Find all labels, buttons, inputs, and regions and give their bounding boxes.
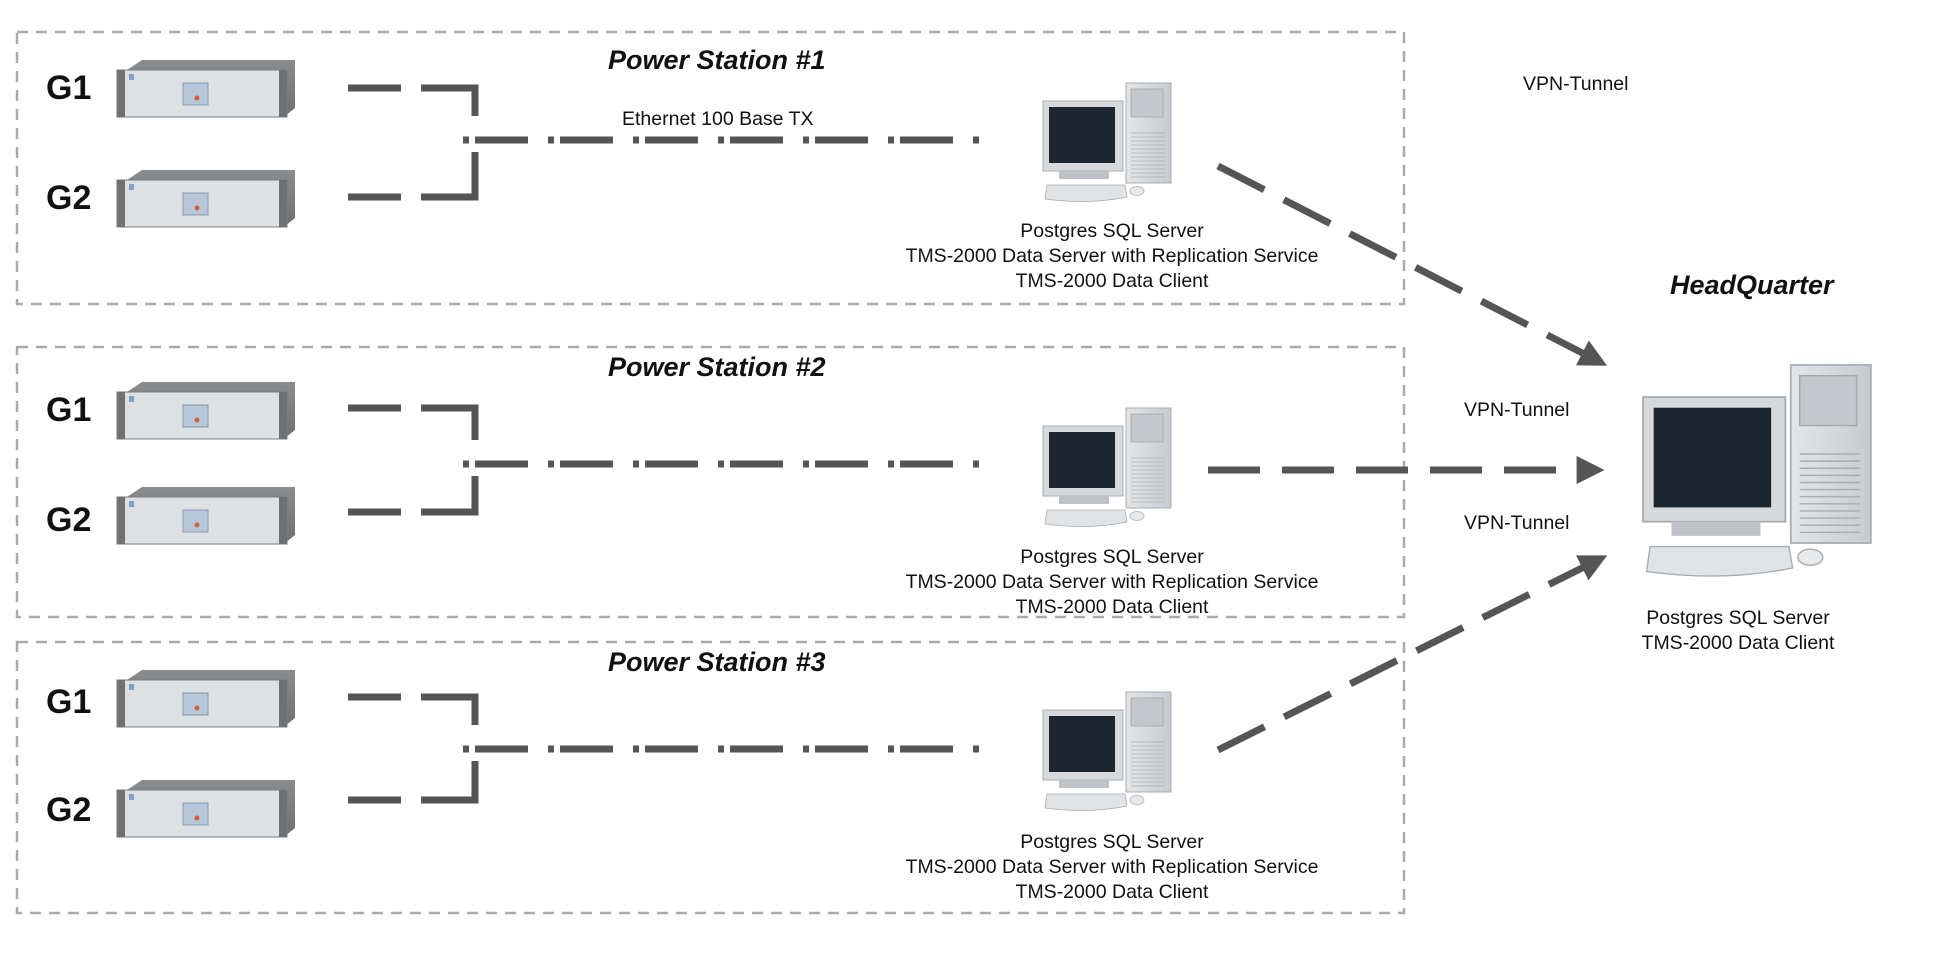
generator-rack-icon: [116, 780, 295, 838]
caption-line: TMS-2000 Data Server with Replication Se…: [905, 245, 1319, 267]
server-caption: Postgres SQL Server TMS-2000 Data Server…: [862, 830, 1362, 905]
caption-line: TMS-2000 Data Client: [1015, 596, 1209, 618]
generator-rack-icon: [116, 170, 295, 228]
generator-feed-line: [348, 152, 479, 201]
caption-line: TMS-2000 Data Server with Replication Se…: [905, 571, 1319, 593]
station-title: Power Station #3: [608, 647, 826, 677]
server-caption: Postgres SQL Server TMS-2000 Data Server…: [862, 545, 1362, 620]
server-computer-icon: [1042, 407, 1172, 527]
generator-label-g1: G1: [46, 391, 92, 429]
generator-label-g2: G2: [46, 501, 92, 539]
station-boundary: [15, 345, 1406, 619]
generator-label-g2: G2: [46, 791, 92, 829]
server-caption: Postgres SQL Server TMS-2000 Data Server…: [862, 219, 1362, 294]
vpn-tunnel-label: VPN-Tunnel: [1464, 512, 1570, 534]
headquarter-title: HeadQuarter: [1670, 270, 1834, 300]
generator-feed-line: [348, 476, 479, 516]
generator-label-g1: G1: [46, 683, 92, 721]
generator-rack-icon: [116, 60, 295, 118]
station-title: Power Station #1: [608, 45, 826, 75]
station-title: Power Station #2: [608, 352, 826, 382]
generator-feed-line: [348, 761, 479, 804]
generator-label-g2: G2: [46, 179, 92, 217]
station-boundary: [15, 640, 1406, 915]
server-computer-icon: [1042, 82, 1172, 202]
generator-label-g1: G1: [46, 69, 92, 107]
caption-line: TMS-2000 Data Server with Replication Se…: [905, 856, 1319, 878]
caption-line: TMS-2000 Data Client: [1015, 270, 1209, 292]
generator-rack-icon: [116, 487, 295, 545]
caption-line: Postgres SQL Server: [1020, 220, 1204, 242]
generator-feed-line: [348, 693, 479, 725]
headquarter-computer-icon: [1642, 364, 1872, 577]
vpn-tunnel-label: VPN-Tunnel: [1464, 399, 1570, 421]
station-boundary: [15, 30, 1406, 306]
generator-rack-icon: [116, 382, 295, 440]
generator-feed-line: [348, 404, 479, 440]
caption-line: Postgres SQL Server: [1646, 607, 1830, 629]
headquarter-caption: Postgres SQL Server TMS-2000 Data Client: [1588, 606, 1888, 656]
generator-feed-line: [348, 84, 479, 116]
ethernet-label: Ethernet 100 Base TX: [622, 108, 814, 130]
caption-line: Postgres SQL Server: [1020, 546, 1204, 568]
vpn-tunnel-label: VPN-Tunnel: [1523, 73, 1629, 95]
caption-line: Postgres SQL Server: [1020, 831, 1204, 853]
generator-rack-icon: [116, 670, 295, 728]
caption-line: TMS-2000 Data Client: [1015, 881, 1209, 903]
caption-line: TMS-2000 Data Client: [1641, 632, 1835, 654]
server-computer-icon: [1042, 691, 1172, 811]
